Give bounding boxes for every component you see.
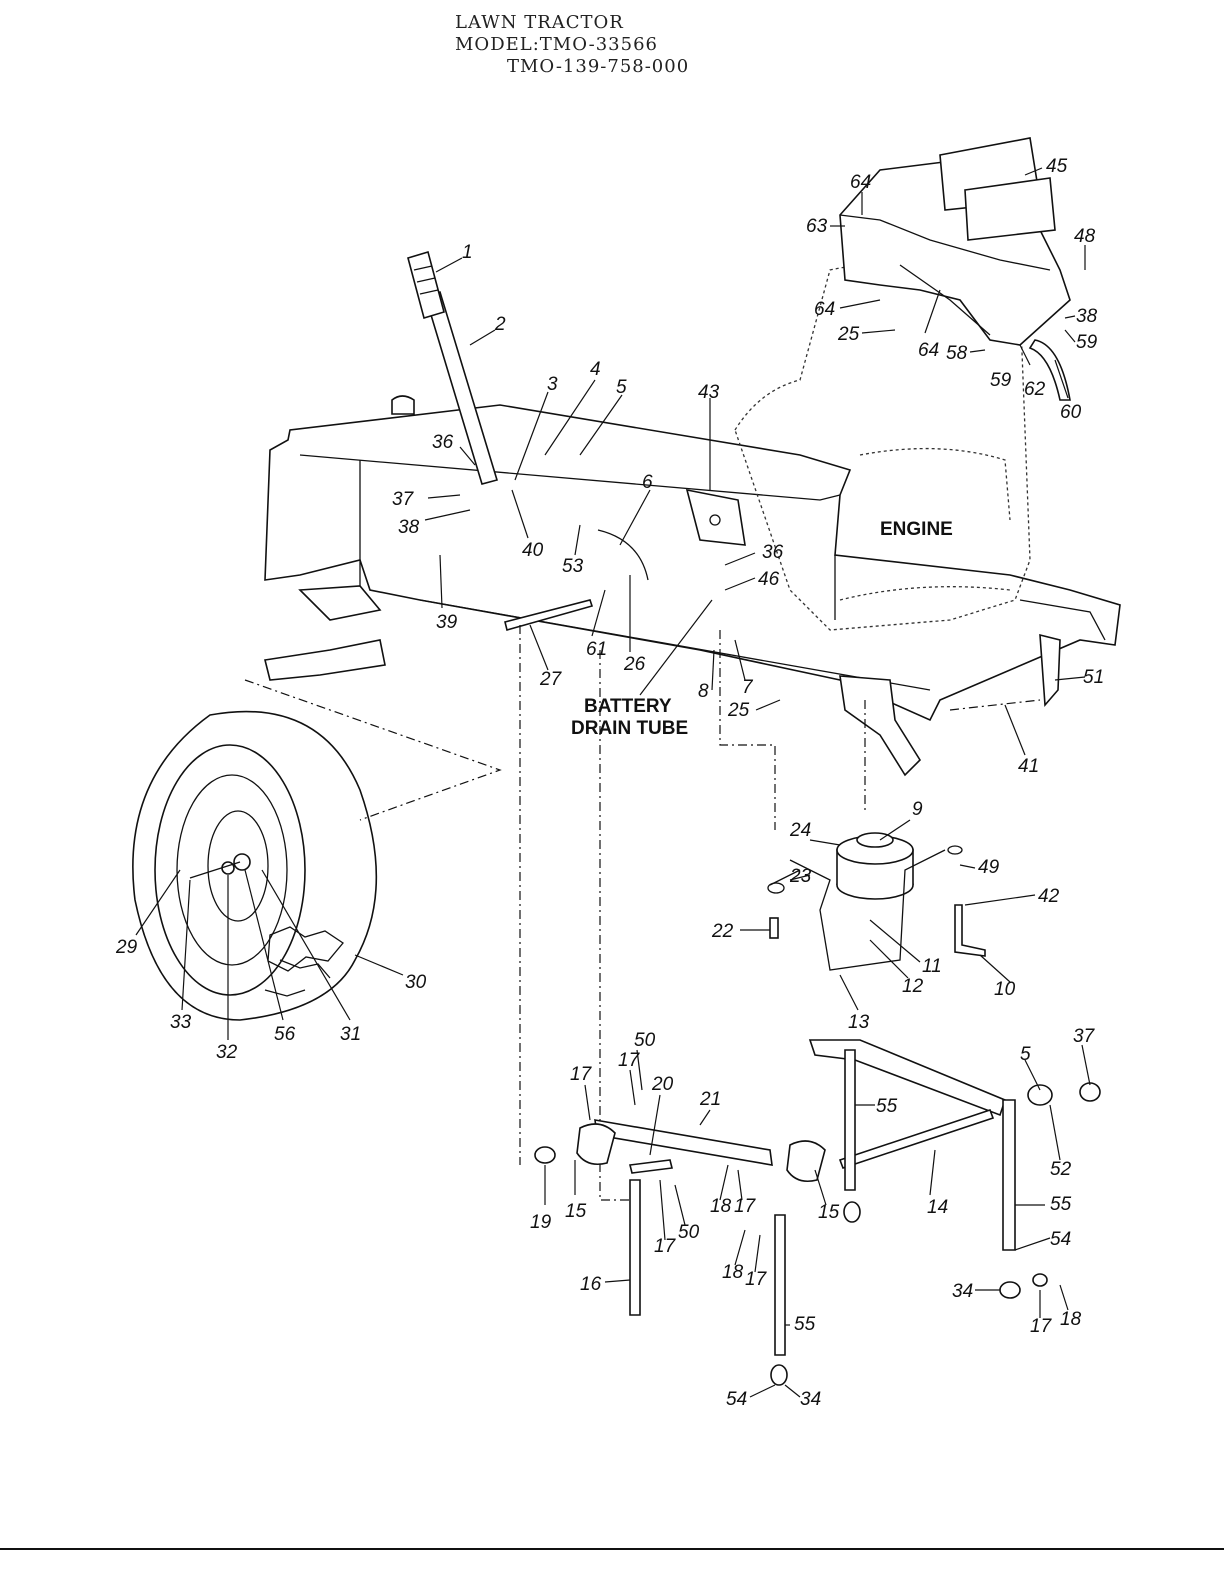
engine-label: ENGINE (880, 519, 953, 540)
callout-21: 21 (699, 1089, 721, 1110)
callout-41: 41 (1018, 756, 1039, 777)
callout-18a: 18 (710, 1196, 732, 1217)
callout-17f: 17 (1030, 1316, 1053, 1337)
callout-17c: 17 (654, 1236, 677, 1257)
callout-43: 43 (698, 382, 720, 403)
header-model: MODEL:TMO-33566 (455, 34, 658, 55)
callout-19: 19 (530, 1212, 552, 1233)
callout-36b: 36 (762, 542, 784, 563)
callout-54a: 54 (1050, 1229, 1071, 1250)
callout-55b: 55 (794, 1314, 816, 1335)
callout-50b: 50 (678, 1222, 700, 1243)
callout-13: 13 (848, 1012, 870, 1033)
callout-15a: 15 (565, 1201, 587, 1222)
callout-37: 37 (392, 489, 415, 510)
callout-31: 31 (340, 1024, 361, 1045)
callout-42: 42 (1038, 886, 1060, 907)
callout-64b: 64 (814, 299, 835, 320)
callout-59b: 59 (1076, 332, 1098, 353)
callout-40: 40 (522, 540, 544, 561)
callout-38: 38 (398, 517, 420, 538)
callout-17b: 17 (570, 1064, 593, 1085)
battery-label-line2: DRAIN TUBE (571, 718, 688, 739)
leader-lines (135, 167, 1091, 1398)
callout-33: 33 (170, 1012, 192, 1033)
callout-62: 62 (1024, 379, 1046, 400)
callout-16: 16 (580, 1274, 602, 1295)
callout-17d: 17 (734, 1196, 757, 1217)
battery-label-line1: BATTERY (584, 696, 672, 717)
callout-63: 63 (806, 216, 828, 237)
callout-6: 6 (642, 472, 653, 493)
callout-5: 5 (616, 377, 627, 398)
callout-18c: 18 (1060, 1309, 1082, 1330)
callout-38b: 38 (1076, 306, 1098, 327)
callout-2: 2 (494, 314, 506, 335)
callout-3: 3 (547, 374, 558, 395)
callout-7: 7 (742, 677, 754, 698)
callout-60: 60 (1060, 402, 1082, 423)
frame-assembly (264, 250, 1121, 777)
callout-17e: 17 (745, 1269, 768, 1290)
callout-49: 49 (978, 857, 1000, 878)
callout-53: 53 (562, 556, 584, 577)
callout-59a: 59 (990, 370, 1012, 391)
callout-23: 23 (789, 866, 812, 887)
callout-32: 32 (216, 1042, 238, 1063)
callout-61: 61 (586, 639, 607, 660)
callout-1: 1 (462, 242, 473, 263)
callout-24: 24 (789, 820, 811, 841)
callout-10: 10 (994, 979, 1016, 1000)
callout-48: 48 (1074, 226, 1096, 247)
callout-55c: 55 (1050, 1194, 1072, 1215)
callout-30: 30 (405, 972, 427, 993)
callout-22: 22 (711, 921, 734, 942)
callout-12: 12 (902, 976, 924, 997)
callout-25b: 25 (837, 324, 860, 345)
assembly-lines (244, 625, 1041, 1201)
callout-54b: 54 (726, 1389, 747, 1410)
callout-64c: 64 (918, 340, 939, 361)
header-part-number: TMO-139-758-000 (507, 56, 690, 77)
pulley-assembly (767, 832, 986, 971)
callout-26: 26 (623, 654, 646, 675)
callout-15b: 15 (818, 1202, 840, 1223)
callout-52: 52 (1050, 1159, 1072, 1180)
callout-64a: 64 (850, 172, 871, 193)
callout-11: 11 (922, 956, 942, 977)
callout-8: 8 (698, 681, 709, 702)
callout-labels: 1 2 3 4 5 36 37 38 40 39 6 43 53 61 26 2… (115, 156, 1104, 1410)
callout-50a: 50 (634, 1030, 656, 1051)
callout-9: 9 (912, 799, 923, 820)
callout-5b: 5 (1020, 1044, 1031, 1065)
rear-wheel (132, 710, 378, 1021)
header-product: LAWN TRACTOR (455, 12, 624, 33)
callout-45: 45 (1046, 156, 1068, 177)
callout-14: 14 (927, 1197, 948, 1218)
callout-58: 58 (946, 343, 968, 364)
callout-55a: 55 (876, 1096, 898, 1117)
callout-56: 56 (274, 1024, 296, 1045)
callout-29: 29 (115, 937, 138, 958)
engine-cover-assembly (839, 137, 1071, 401)
callout-4: 4 (590, 359, 601, 380)
callout-51: 51 (1083, 667, 1104, 688)
callout-37b: 37 (1073, 1026, 1096, 1047)
callout-36: 36 (432, 432, 454, 453)
bottom-rule (0, 1548, 1224, 1550)
diagram-header: LAWN TRACTOR MODEL:TMO-33566 TMO-139-758… (455, 12, 689, 78)
callout-18b: 18 (722, 1262, 744, 1283)
callout-46: 46 (758, 569, 780, 590)
callout-20: 20 (651, 1074, 674, 1095)
callout-34a: 34 (952, 1281, 973, 1302)
callout-17a: 17 (618, 1050, 641, 1071)
callout-39: 39 (436, 612, 458, 633)
callout-25: 25 (727, 700, 750, 721)
callout-34b: 34 (800, 1389, 821, 1410)
callout-27: 27 (539, 669, 563, 690)
